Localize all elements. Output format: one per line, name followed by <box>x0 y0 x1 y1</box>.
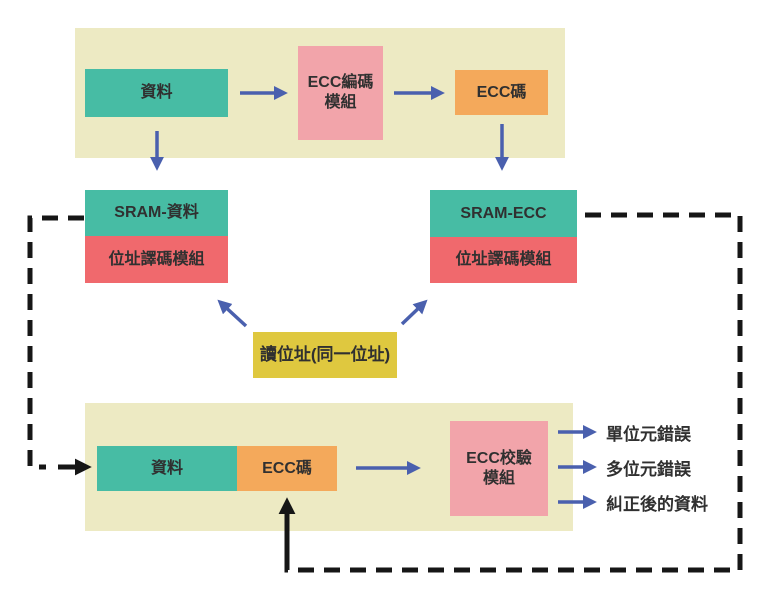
sram-data-address-decoder-box: 位址譯碼模組 <box>85 236 228 283</box>
stored-data-box: 資料 <box>97 446 237 491</box>
output-label-multi-bit-error: 多位元錯誤 <box>606 459 691 479</box>
sram-data-label: SRAM-資料 <box>114 204 199 221</box>
ecc-code-label: ECC碼 <box>476 83 527 101</box>
dashed-feedback-left <box>27 215 84 470</box>
sram-ecc-box: SRAM-ECC <box>430 190 577 237</box>
read-address-label: 讀位址(同一位址) <box>259 345 391 365</box>
sram-ecc-label: SRAM-ECC <box>460 204 547 222</box>
stored-data-label: 資料 <box>150 459 183 477</box>
sram-ecc-address-decoder-label: 位址譯碼模組 <box>455 251 552 268</box>
ecc-encoder-box: ECC編碼 模組 <box>298 46 383 140</box>
sram-ecc-address-decoder-box: 位址譯碼模組 <box>430 237 577 283</box>
read-address-box: 讀位址(同一位址) <box>253 332 397 378</box>
ecc-code-box: ECC碼 <box>455 70 548 115</box>
arrow-read-address-to-sram-data <box>217 299 248 328</box>
ecc-checker-label-line1: ECC校驗 <box>466 449 532 467</box>
output-label-single-bit-error: 單位元錯誤 <box>606 424 691 444</box>
data-input-box: 資料 <box>85 69 228 117</box>
ecc-checker-box: ECC校驗 模組 <box>450 421 548 516</box>
stored-ecc-code-label: ECC碼 <box>262 459 312 477</box>
stored-ecc-code-box: ECC碼 <box>237 446 337 491</box>
dashed-feedback-right <box>284 212 743 573</box>
ecc-encoder-label-line1: ECC編碼 <box>307 74 374 91</box>
output-label-corrected-data: 糾正後的資料 <box>606 494 708 514</box>
data-input-label: 資料 <box>140 84 173 101</box>
ecc-checker-label-line2: 模組 <box>482 469 515 487</box>
ecc-encoder-label-line2: 模組 <box>324 94 357 111</box>
arrow-read-address-to-sram-ecc <box>400 299 428 326</box>
sram-data-box: SRAM-資料 <box>85 190 228 236</box>
sram-data-address-decoder-label: 位址譯碼模組 <box>108 250 205 268</box>
